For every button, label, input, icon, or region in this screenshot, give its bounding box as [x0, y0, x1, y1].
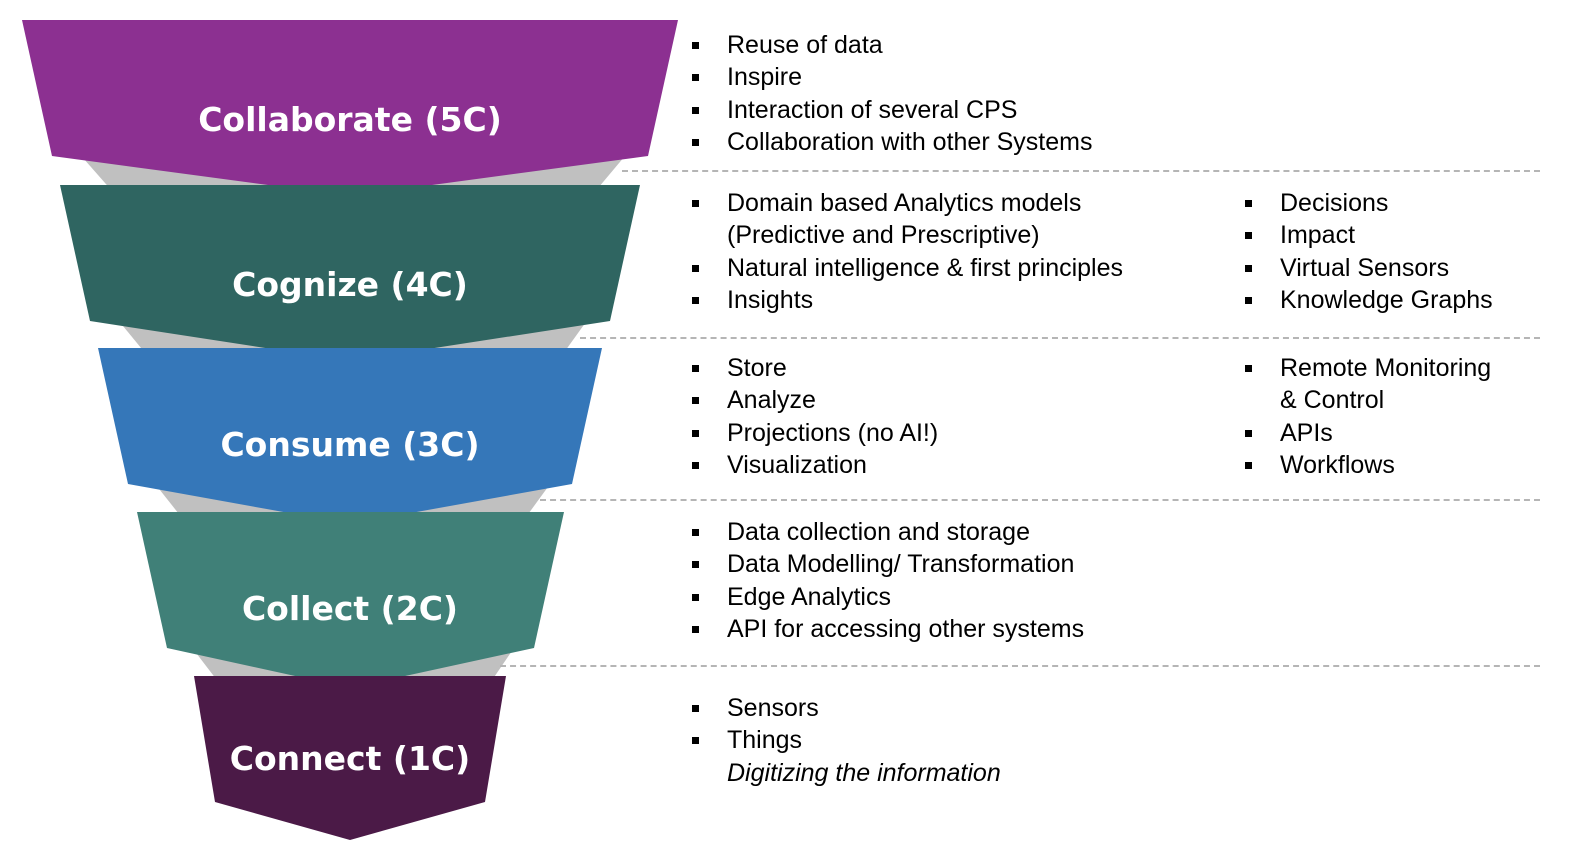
layer-connect: Connect (1C) — [194, 676, 506, 840]
divider-2c-1c — [500, 665, 1540, 667]
bullet-icon — [1245, 200, 1252, 207]
bullet-icon — [1245, 462, 1252, 470]
consume-list-right: Remote Monitoring & Control APIs Workflo… — [1245, 352, 1491, 482]
list-item: Inspire — [692, 61, 1092, 93]
bullet-icon — [1245, 232, 1252, 240]
list-item: Domain based Analytics models — [692, 187, 1123, 219]
bullet-icon — [692, 705, 699, 712]
list-item: Workflows — [1245, 449, 1491, 481]
bullet-icon — [692, 561, 699, 569]
bullet-icon — [1245, 365, 1252, 372]
layer-shape-connect — [194, 676, 506, 840]
layer-consume: Consume (3C) — [98, 348, 602, 524]
bullet-icon — [692, 106, 699, 114]
list-item: Decisions — [1245, 187, 1493, 219]
list-note: Digitizing the information — [727, 758, 1001, 787]
bullet-icon — [692, 462, 699, 470]
layer-label-collect: Collect (2C) — [242, 589, 458, 628]
bullet-icon — [692, 593, 699, 601]
layer-label-collaborate: Collaborate (5C) — [198, 100, 502, 139]
list-item: Remote Monitoring — [1245, 352, 1491, 384]
consume-list-left: Store Analyze Projections (no AI!) Visua… — [692, 352, 938, 482]
layer-shape-collect — [137, 512, 564, 688]
bullet-icon — [692, 74, 699, 82]
layer-cognize: Cognize (4C) — [60, 185, 640, 361]
layer-shape-consume — [98, 348, 602, 524]
layer-label-connect: Connect (1C) — [230, 739, 470, 778]
bullet-icon — [692, 264, 699, 272]
layer-label-consume: Consume (3C) — [220, 425, 479, 464]
layer-shape-collaborate — [22, 20, 678, 196]
list-item: Collaboration with other Systems — [692, 126, 1092, 158]
layer-label-cognize: Cognize (4C) — [232, 265, 468, 304]
cognize-list-right: Decisions Impact Virtual Sensors Knowled… — [1245, 187, 1493, 317]
bullet-icon — [692, 529, 699, 536]
bullet-icon — [692, 365, 699, 372]
bullet-icon — [692, 626, 699, 634]
bullet-icon — [1245, 297, 1252, 305]
list-item: Data Modelling/ Transformation — [692, 548, 1084, 580]
list-item: Knowledge Graphs — [1245, 284, 1493, 316]
list-item: Reuse of data — [692, 29, 1092, 61]
layer-collaborate: Collaborate (5C) — [22, 20, 678, 196]
list-item: Sensors — [692, 692, 1001, 724]
connect-list: Sensors Things Digitizing the informatio… — [692, 692, 1001, 789]
bullet-icon — [692, 139, 699, 147]
funnel-diagram: Collaborate (5C) Cognize (4C) Consume (3… — [22, 20, 678, 840]
list-item: Store — [692, 352, 938, 384]
list-item: Visualization — [692, 449, 938, 481]
list-item: Natural intelligence & first principles — [692, 252, 1123, 284]
list-item: Projections (no AI!) — [692, 417, 938, 449]
bullet-icon — [692, 737, 699, 745]
bullet-icon — [692, 200, 699, 207]
layer-shape-cognize — [60, 185, 640, 361]
list-item-continuation: & Control — [1280, 386, 1385, 415]
bullet-icon — [692, 297, 699, 305]
list-item: Virtual Sensors — [1245, 252, 1493, 284]
list-item: Impact — [1245, 219, 1493, 251]
bullet-icon — [692, 429, 699, 437]
layer-collect: Collect (2C) — [137, 512, 564, 688]
list-item: Edge Analytics — [692, 581, 1084, 613]
list-item: Interaction of several CPS — [692, 94, 1092, 126]
list-item: API for accessing other systems — [692, 613, 1084, 645]
collaborate-list: Reuse of data Inspire Interaction of sev… — [692, 29, 1092, 159]
bullet-icon — [692, 42, 699, 49]
cognize-list-left: Domain based Analytics models (Predictiv… — [692, 187, 1123, 317]
bullet-icon — [1245, 429, 1252, 437]
list-item: APIs — [1245, 417, 1491, 449]
divider-5c-4c — [622, 170, 1540, 172]
bullet-icon — [1245, 264, 1252, 272]
divider-4c-3c — [580, 337, 1540, 339]
collect-list: Data collection and storage Data Modelli… — [692, 516, 1084, 646]
list-item: Things — [692, 724, 1001, 756]
list-item: Data collection and storage — [692, 516, 1084, 548]
bullet-icon — [692, 397, 699, 405]
list-item-continuation: (Predictive and Prescriptive) — [727, 221, 1040, 250]
divider-3c-2c — [540, 499, 1540, 501]
list-item: Analyze — [692, 384, 938, 416]
list-item: Insights — [692, 284, 1123, 316]
